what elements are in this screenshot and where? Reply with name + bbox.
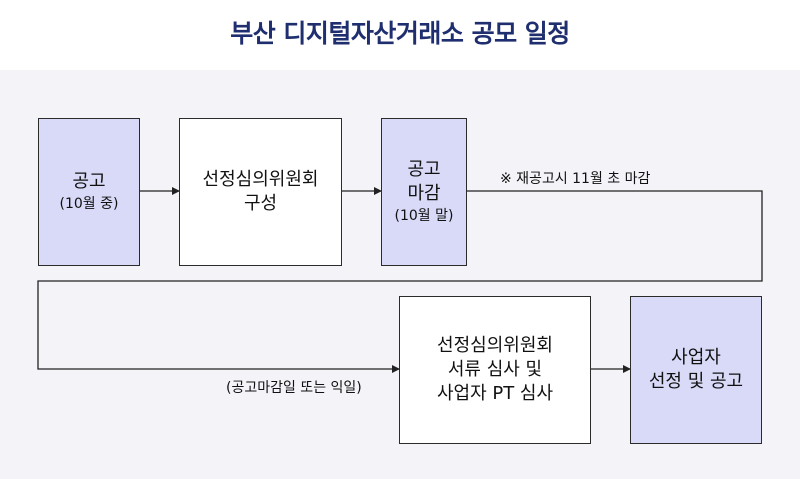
step-review-line2: 서류 심사 및 (447, 359, 543, 380)
step-review-line1: 선정심의위원회 (437, 335, 553, 356)
reannounce-note: ※ 재공고시 11월 초 마감 (500, 171, 651, 187)
step-select-line2: 선정 및 공고 (648, 371, 744, 392)
step-deadline-box: 공고 마감 (10월 말) (381, 118, 467, 266)
step-review-line3: 사업자 PT 심사 (436, 383, 554, 404)
step-deadline-line1: 공고 (407, 159, 441, 180)
step-announce-box: 공고 (10월 중) (38, 118, 140, 266)
step-committee-line1: 선정심의위원회 (202, 169, 319, 190)
step-select-line1: 사업자 (671, 347, 721, 368)
step-deadline-line2: 마감 (407, 183, 441, 204)
step-select-box: 사업자 선정 및 공고 (630, 296, 762, 444)
step-announce-label: 공고 (72, 171, 106, 192)
next-day-note: (공고마감일 또는 익일) (226, 380, 362, 396)
step-review-box: 선정심의위원회 서류 심사 및 사업자 PT 심사 (399, 296, 591, 444)
step-announce-date: (10월 중) (59, 196, 119, 212)
arrow-deadline-to-review (37, 190, 763, 373)
step-committee-box: 선정심의위원회 구성 (179, 118, 342, 266)
page-title: 부산 디지털자산거래소 공모 일정 (230, 19, 570, 48)
step-committee-line2: 구성 (243, 193, 278, 214)
step-deadline-date: (10월 말) (394, 208, 454, 224)
